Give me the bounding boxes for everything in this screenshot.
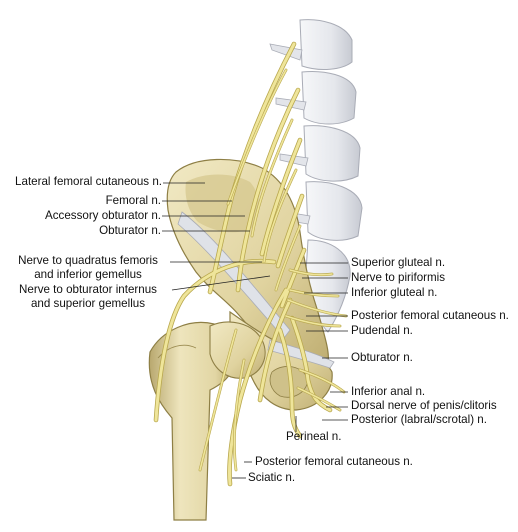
label-perineal: Perineal n.: [286, 430, 342, 443]
nerves: [153, 41, 348, 487]
label-posterior-femoral-cutaneous-bottom: Posterior femoral cutaneous n.: [255, 455, 413, 468]
label-inferior-anal: Inferior anal n.: [351, 385, 426, 398]
label-accessory-obturator: Accessory obturator n.: [45, 209, 161, 222]
label-obturator-left: Obturator n.: [99, 224, 161, 237]
label-lateral-femoral-cutaneous: Lateral femoral cutaneous n.: [15, 175, 162, 188]
label-sciatic: Sciatic n.: [248, 471, 296, 484]
label-inferior-gluteal: Inferior gluteal n.: [351, 286, 438, 299]
label-quadratus-femoris-line1: Nerve to quadratus femoris: [18, 254, 158, 267]
label-nerve-to-piriformis: Nerve to piriformis: [351, 271, 446, 284]
label-posterior-femoral-cutaneous-right: Posterior femoral cutaneous n.: [351, 309, 509, 322]
label-quadratus-femoris-line2: and inferior gemellus: [34, 268, 142, 281]
label-femoral: Femoral n.: [105, 194, 161, 207]
label-obturator-internus-line2: and superior gemellus: [30, 297, 146, 310]
label-pudendal: Pudendal n.: [351, 324, 413, 337]
label-superior-gluteal: Superior gluteal n.: [351, 256, 446, 269]
label-posterior-labral-scrotal: Posterior (labral/scrotal) n.: [351, 413, 487, 426]
label-obturator-internus-line1: Nerve to obturator internus: [19, 283, 157, 296]
label-obturator-right: Obturator n.: [351, 351, 413, 364]
leader-lines: [162, 182, 348, 479]
label-dorsal-nerve: Dorsal nerve of penis/clitoris: [351, 399, 497, 412]
